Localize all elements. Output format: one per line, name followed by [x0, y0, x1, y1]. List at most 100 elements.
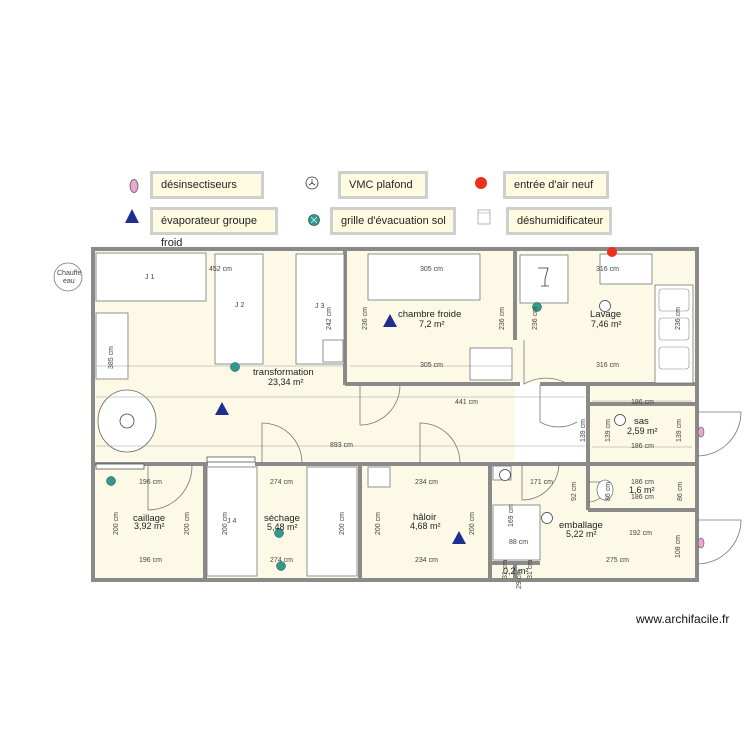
- legend-air-neuf: entrée d'air neuf: [503, 171, 609, 199]
- room-sechage-name: séchage: [264, 513, 300, 524]
- dim-186-wc-bottom: 186 cm: [631, 494, 654, 501]
- room-sechage-area: 5,48 m²: [267, 522, 298, 532]
- room-chambre-name: chambre froide: [398, 309, 462, 320]
- drying-rack-2: [306, 466, 358, 577]
- legend-deshumidificateur: déshumidificateur: [506, 207, 612, 235]
- dehumidifier-icon: [477, 209, 491, 225]
- room-sas-area: 2,59 m²: [627, 426, 658, 436]
- dim-236-b: 236 cm: [498, 307, 506, 330]
- dim-200-f: 200 cm: [468, 512, 476, 535]
- door-swings: [147, 340, 742, 565]
- dim-92: 92 cm: [571, 481, 579, 502]
- dim-305-bottom: 305 cm: [420, 362, 443, 369]
- outer-wall: [91, 247, 699, 582]
- dim-139-a: 139 cm: [579, 419, 587, 442]
- lavage-sink: [654, 284, 694, 384]
- cup-icon: [538, 267, 549, 287]
- dim-275: 275 cm: [606, 557, 629, 564]
- dim-305-top: 305 cm: [420, 266, 443, 273]
- furniture-j3: J 3: [315, 303, 325, 310]
- room-small-area: 0,2 m²: [503, 566, 529, 576]
- dim-139-c: 139 cm: [675, 419, 683, 442]
- dim-108: 108 cm: [674, 535, 682, 558]
- drying-rack-j4: [206, 466, 258, 577]
- room-transformation-area: 23,34 m²: [268, 377, 304, 387]
- room-lavage-area: 7,46 m²: [591, 319, 622, 329]
- round-table: [97, 389, 157, 453]
- table-j2: [214, 253, 264, 365]
- legend-vmc: VMC plafond: [338, 171, 428, 199]
- dim-171: 171 cm: [530, 479, 553, 486]
- dim-186-sas-top: 186 cm: [631, 399, 654, 406]
- dim-86-a: 86 cm: [605, 481, 613, 502]
- evaporators: [215, 314, 466, 544]
- air-inlet-icon: [475, 177, 487, 189]
- room-emballage-name: emballage: [559, 520, 603, 531]
- sink-transformation: [322, 339, 344, 363]
- water-heater: [53, 262, 83, 292]
- dim-88: 88 cm: [509, 539, 529, 546]
- emballage-table: [492, 504, 541, 561]
- dim-29: 29 cm: [516, 569, 524, 590]
- dim-316-top: 316 cm: [596, 266, 619, 273]
- dim-200-c: 200 cm: [221, 512, 229, 535]
- dim-31-b: 31 cm: [527, 559, 535, 580]
- dim-200-e: 200 cm: [374, 512, 382, 535]
- dim-893: 893 cm: [330, 442, 353, 449]
- legend-grille: grille d'évacuation sol: [330, 207, 456, 235]
- furniture-j1: J 1: [145, 274, 155, 281]
- toilet: [596, 479, 614, 501]
- dim-186-sas-bottom: 186 cm: [631, 443, 654, 450]
- dim-236-c: 236 cm: [531, 307, 539, 330]
- room-haloir-area: 4,68 m²: [410, 521, 441, 531]
- dim-274-bottom: 274 cm: [270, 557, 293, 564]
- cold-box: [469, 347, 513, 381]
- dim-86-b: 86 cm: [677, 481, 685, 502]
- dim-234-top: 234 cm: [415, 479, 438, 486]
- legend-desinsectiseurs: désinsectiseurs: [150, 171, 264, 199]
- dim-139-b: 139 cm: [604, 419, 612, 442]
- watermark: www.archifacile.fr: [636, 612, 730, 626]
- furniture-j2: J 2: [235, 302, 245, 309]
- dim-186-wc-top: 186 cm: [631, 479, 654, 486]
- dim-236-d: 236 cm: [674, 307, 682, 330]
- dim-316-bottom: 316 cm: [596, 362, 619, 369]
- boiler-label-1: Chauffe: [57, 270, 82, 277]
- dim-236-a: 236 cm: [361, 307, 369, 330]
- floor-sas: [588, 385, 695, 463]
- furniture: [95, 252, 694, 577]
- room-sas-name: sas: [634, 416, 649, 427]
- room-haloir-name: hâloir: [413, 512, 437, 523]
- cold-shelf: [367, 253, 481, 301]
- dim-452: 452 cm: [209, 266, 232, 273]
- cabinet-left: [95, 312, 129, 380]
- boiler-label-2: eau: [63, 278, 75, 285]
- evaporator-icon: [125, 209, 139, 223]
- room-transformation-name: transformation: [253, 367, 314, 378]
- room-lavage-name: Lavage: [590, 309, 622, 320]
- room-chambre-area: 7,2 m²: [419, 319, 445, 329]
- interior-walls: [93, 251, 697, 578]
- air-inlet: [607, 247, 617, 257]
- room-caillage-area: 3,92 m²: [134, 521, 165, 531]
- dim-200-a: 200 cm: [112, 512, 120, 535]
- dim-242: 242 cm: [325, 307, 333, 330]
- vmc-icon: [305, 176, 319, 190]
- legend-evaporateur: évaporateur groupe froid: [150, 207, 278, 249]
- room-caillage-name: caillage: [133, 513, 166, 524]
- dim-200-b: 200 cm: [183, 512, 191, 535]
- room-emballage-area: 5,22 m²: [566, 529, 597, 539]
- floor-bottom: [95, 466, 695, 578]
- insect-traps: [697, 426, 705, 549]
- dim-192: 192 cm: [629, 530, 652, 537]
- dim-169: 169 cm: [507, 504, 515, 527]
- dim-274-top: 274 cm: [270, 479, 293, 486]
- floor-drains: [106, 302, 542, 571]
- vmc-vents: [499, 300, 626, 524]
- dim-441: 441 cm: [455, 399, 478, 406]
- small-stand: [367, 466, 391, 488]
- dim-196-top: 196 cm: [139, 479, 162, 486]
- bench-2: [206, 456, 256, 463]
- dimension-lines: [96, 365, 692, 448]
